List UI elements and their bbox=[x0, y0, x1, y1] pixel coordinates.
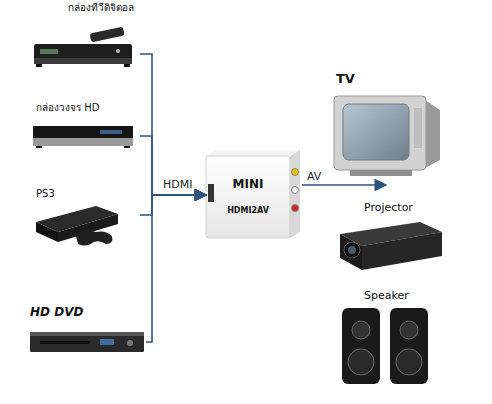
dvd-player bbox=[30, 332, 144, 352]
device-label: กล่องวงจร HD bbox=[36, 102, 99, 114]
converter-node: MINI HDMI2AV bbox=[206, 156, 290, 238]
source-device: กล่องทีวีดิจิตอล bbox=[28, 2, 140, 78]
converter-box bbox=[206, 150, 300, 238]
output-device: Projector bbox=[334, 202, 444, 272]
set-top-box bbox=[34, 27, 132, 67]
hdmi-cable bbox=[146, 195, 206, 342]
hdmi-cable bbox=[140, 195, 206, 215]
hd-box bbox=[33, 126, 133, 148]
device-label: Speaker bbox=[364, 290, 409, 303]
source-device: กล่องวงจร HD bbox=[28, 102, 140, 152]
device-label: กล่องทีวีดิจิตอล bbox=[68, 2, 134, 14]
hdmi-cable bbox=[140, 136, 206, 195]
game-console bbox=[36, 206, 118, 246]
device-label: Projector bbox=[364, 202, 413, 215]
signal-name: HDMI bbox=[163, 179, 192, 191]
output-device: TV bbox=[330, 72, 440, 178]
output-device: Speaker bbox=[334, 290, 434, 386]
device-label: PS3 bbox=[36, 188, 55, 200]
source-device: PS3 bbox=[28, 188, 140, 248]
source-device: HD DVD bbox=[28, 306, 146, 356]
speaker-pair bbox=[342, 308, 428, 384]
device-label: TV bbox=[336, 72, 355, 87]
brand-text: MINI bbox=[233, 178, 264, 192]
model-text: HDMI2AV bbox=[227, 206, 269, 215]
av-arrow bbox=[302, 184, 386, 186]
tv-set bbox=[334, 96, 440, 176]
device-label: HD DVD bbox=[30, 306, 83, 320]
signal-name: AV bbox=[307, 171, 321, 183]
projector bbox=[340, 222, 442, 270]
hdmi-cable bbox=[140, 54, 206, 195]
